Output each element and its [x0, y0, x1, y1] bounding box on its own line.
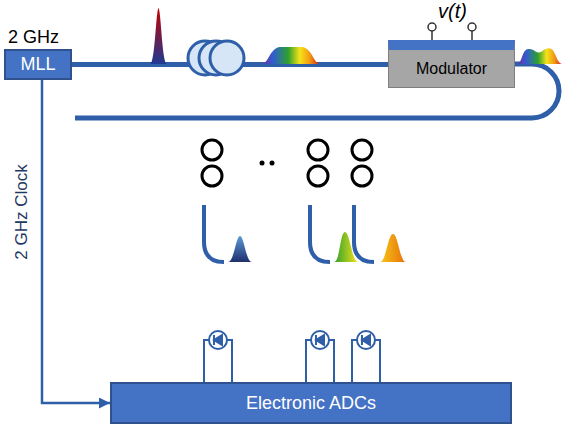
fiber-coil	[188, 41, 244, 75]
orange-pulse	[380, 234, 406, 262]
laser-box: MLL	[4, 49, 72, 80]
green-pulse	[334, 232, 358, 262]
clock-label: 2 GHz Clock	[12, 164, 32, 259]
adc-box: Electronic ADCs	[110, 382, 512, 424]
modulated-spectrum	[518, 48, 562, 64]
photodiodes	[204, 331, 380, 382]
ellipsis-dots	[260, 161, 275, 166]
node-text: MLL	[20, 54, 55, 75]
node-text: Modulator	[416, 60, 487, 78]
signal-label: v(t)	[438, 0, 467, 23]
node-text: Electronic ADCs	[246, 393, 376, 414]
ring-resonators	[202, 140, 372, 186]
fiber-connector	[42, 80, 110, 403]
chirped-spectrum	[262, 47, 320, 64]
signal-terminals	[428, 23, 476, 40]
drop-fibers	[204, 205, 374, 262]
blue-pulse	[228, 236, 252, 262]
modulator-box: Modulator	[388, 40, 515, 88]
optical-pulse	[150, 8, 167, 64]
frequency-label: 2 GHz	[8, 27, 59, 48]
